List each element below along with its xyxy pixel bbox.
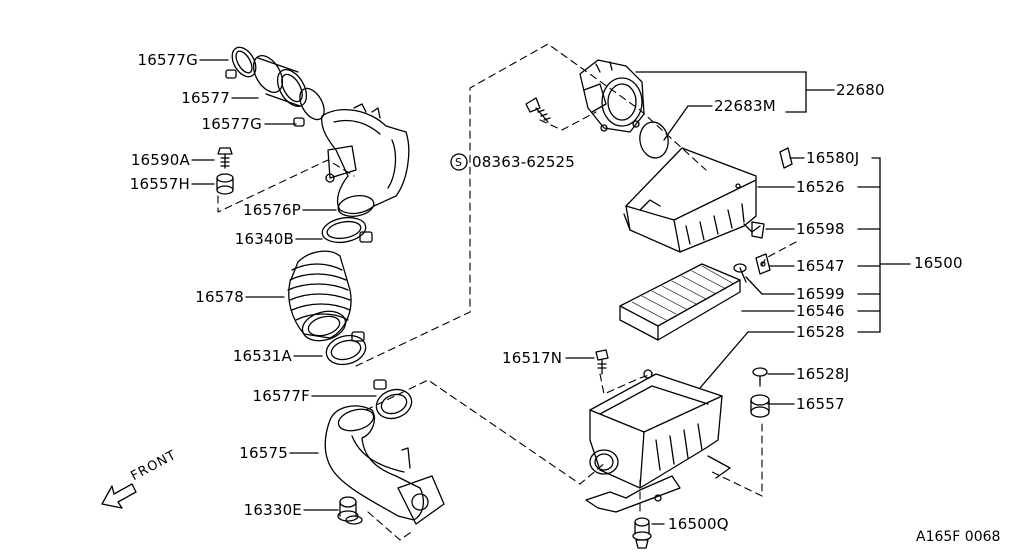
label-16577g-top: 16577G xyxy=(137,51,198,69)
grommet-16330e xyxy=(337,496,363,525)
screw-16599 xyxy=(733,263,747,283)
label-16500q: 16500Q xyxy=(668,515,729,533)
label-16531a: 16531A xyxy=(232,347,292,365)
label-16330e: 16330E xyxy=(243,501,302,519)
front-arrow xyxy=(101,483,137,509)
label-16517n: 16517N xyxy=(502,349,563,367)
duct-16576p xyxy=(321,103,410,217)
dashed-guides xyxy=(217,43,797,541)
label-08363-62525: 08363-62525 xyxy=(472,153,576,171)
filter-16546 xyxy=(619,263,741,341)
bolt-16517n xyxy=(595,349,609,375)
clip-16580j xyxy=(779,147,793,169)
clamp-16577g-lower xyxy=(293,87,325,127)
label-16590a: 16590A xyxy=(130,151,190,169)
bracket-16598 xyxy=(751,221,765,239)
label-16580j: 16580J xyxy=(806,149,860,167)
label-16528j: 16528J xyxy=(796,365,850,383)
label-16598: 16598 xyxy=(796,220,845,238)
lower-case-16528 xyxy=(585,369,731,513)
hose-16577 xyxy=(252,55,308,107)
upper-case-16526 xyxy=(623,147,761,253)
label-16577g-lower: 16577G xyxy=(201,115,262,133)
clip-16547 xyxy=(755,253,771,275)
label-16557h: 16557H xyxy=(129,175,190,193)
diagram-code: A165F 0068 xyxy=(916,529,1001,545)
label-16577: 16577 xyxy=(181,89,230,107)
label-16546: 16546 xyxy=(796,302,845,320)
label-16575: 16575 xyxy=(239,444,288,462)
label-22680: 22680 xyxy=(836,81,885,99)
label-16557: 16557 xyxy=(796,395,845,413)
label-16576p: 16576P xyxy=(243,201,301,219)
bolt-16590a xyxy=(217,147,233,169)
clamp-16577f xyxy=(373,379,413,420)
bellows-hose-16578 xyxy=(287,250,352,342)
label-16528: 16528 xyxy=(796,323,845,341)
grommet-16557 xyxy=(750,394,770,418)
duct-16575 xyxy=(324,405,445,525)
label-16578: 16578 xyxy=(195,288,244,306)
label-22683m: 22683M xyxy=(714,97,776,115)
label-16500: 16500 xyxy=(914,254,963,272)
label-16340b: 16340B xyxy=(234,230,294,248)
label-16526: 16526 xyxy=(796,178,845,196)
label-16577f: 16577F xyxy=(252,387,310,405)
grommet-16500q xyxy=(632,517,652,549)
airflow-meter-22680 xyxy=(579,59,645,133)
screw-16528j xyxy=(752,367,768,387)
gasket-22683m xyxy=(639,121,669,159)
screw-08363 xyxy=(450,97,551,171)
label-16547: 16547 xyxy=(796,257,845,275)
leader-lines xyxy=(191,59,911,525)
clamp-16577g-top xyxy=(225,46,257,79)
label-16599: 16599 xyxy=(796,285,845,303)
clamp-16340b xyxy=(321,216,373,244)
clamp-16531a xyxy=(325,331,367,366)
screw-symbol: S xyxy=(455,156,463,169)
grommet-16557h xyxy=(216,173,234,195)
